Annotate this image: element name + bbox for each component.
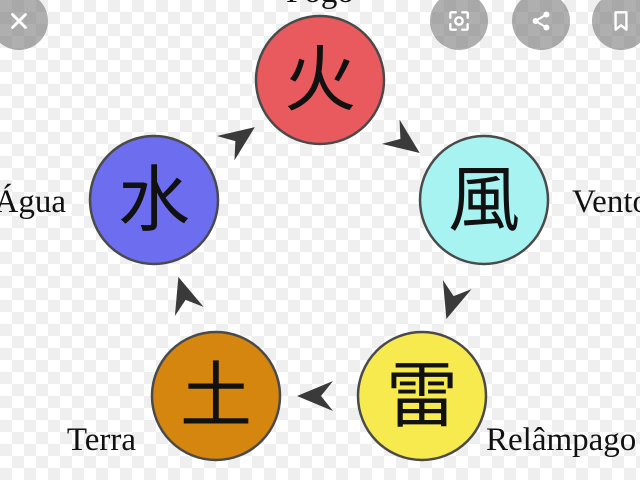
element-kanji-relampago: 雷 xyxy=(386,354,458,438)
element-name-fogo: Fogo xyxy=(286,0,354,10)
element-kanji-fogo: 火 xyxy=(284,38,356,122)
arrow-agua-to-fogo xyxy=(216,127,255,161)
close-button[interactable] xyxy=(0,0,48,50)
share-button[interactable] xyxy=(512,0,570,50)
bookmark-icon xyxy=(614,11,628,31)
close-icon xyxy=(11,13,27,29)
element-node-vento: 風 Vento xyxy=(418,134,640,266)
element-circle-agua xyxy=(88,134,220,266)
lens-button[interactable] xyxy=(430,0,488,50)
element-circle-fogo xyxy=(254,14,386,146)
arrow-relampago-to-terra xyxy=(297,381,333,411)
element-name-vento: Vento xyxy=(572,184,640,220)
lens-icon xyxy=(449,11,469,31)
share-icon xyxy=(532,11,550,31)
element-node-agua: 水 Água xyxy=(0,134,220,266)
arrow-fogo-to-vento xyxy=(381,119,420,153)
element-node-terra: 土 Terra xyxy=(67,330,282,462)
element-circle-terra xyxy=(150,330,282,462)
element-circle-vento xyxy=(418,134,550,266)
element-kanji-vento: 風 xyxy=(448,158,520,242)
element-circle-relampago xyxy=(356,330,488,462)
element-node-relampago: 雷 Relâmpago xyxy=(356,330,636,462)
arrow-terra-to-agua xyxy=(174,277,204,316)
bookmark-button[interactable] xyxy=(592,0,640,50)
arrows-layer xyxy=(174,119,472,411)
element-node-fogo: 火 Fogo xyxy=(254,0,386,146)
element-name-relampago: Relâmpago xyxy=(486,422,636,458)
element-name-terra: Terra xyxy=(67,422,136,458)
arrow-vento-to-relampago xyxy=(442,280,472,319)
element-kanji-terra: 土 xyxy=(180,354,252,438)
element-kanji-agua: 水 xyxy=(118,158,190,242)
element-name-agua: Água xyxy=(0,183,66,220)
